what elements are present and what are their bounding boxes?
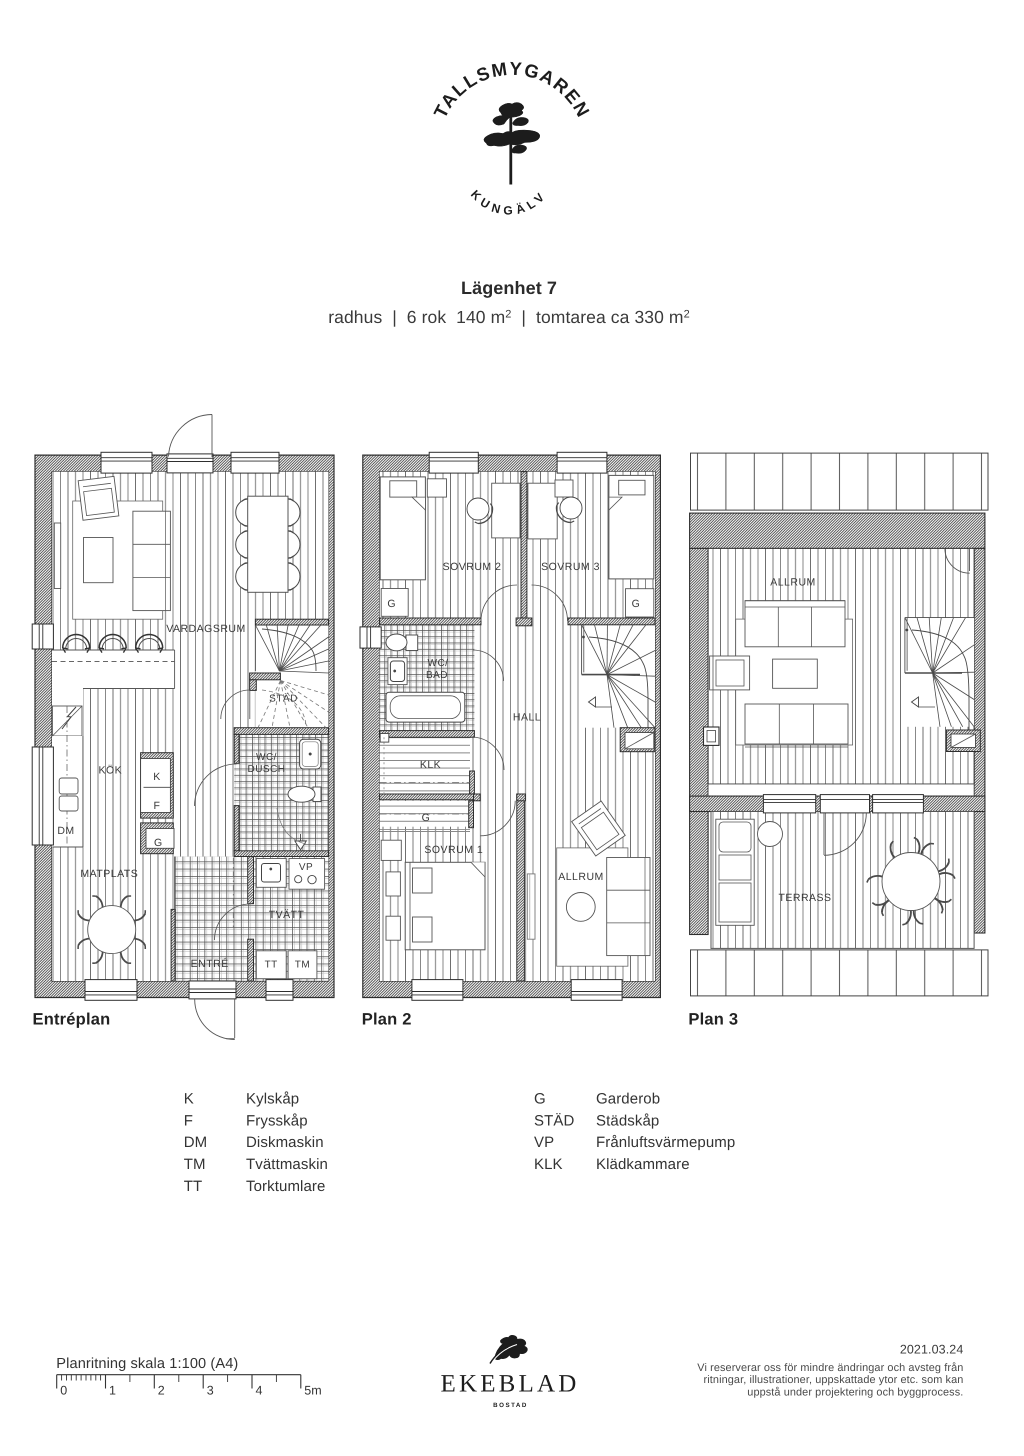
svg-text:Entréplan: Entréplan <box>33 1011 111 1029</box>
svg-text:K: K <box>153 771 161 783</box>
svg-text:ritningar, illustrationer, upp: ritningar, illustrationer, uppskattade y… <box>704 1374 964 1386</box>
svg-text:Vi reserverar oss för mindre ä: Vi reserverar oss för mindre ändringar o… <box>697 1362 963 1374</box>
svg-text:Lägenhet 7: Lägenhet 7 <box>461 278 557 298</box>
svg-text:2: 2 <box>158 1384 165 1398</box>
svg-text:G: G <box>632 598 641 610</box>
svg-text:Städskåp: Städskåp <box>596 1112 659 1129</box>
svg-text:5m: 5m <box>304 1384 321 1398</box>
svg-text:F: F <box>184 1112 193 1129</box>
svg-text:0: 0 <box>60 1384 67 1398</box>
svg-text:F: F <box>154 800 161 812</box>
svg-text:DM: DM <box>57 825 74 837</box>
svg-text:WC/: WC/ <box>256 752 277 763</box>
svg-text:TT: TT <box>184 1178 203 1195</box>
svg-text:BOSTAD: BOSTAD <box>493 1402 528 1409</box>
svg-text:TM: TM <box>295 960 310 971</box>
svg-text:Kylskåp: Kylskåp <box>246 1090 299 1107</box>
svg-text:BAD: BAD <box>426 670 448 681</box>
svg-text:Frysskåp: Frysskåp <box>246 1112 308 1129</box>
svg-text:ALLRUM: ALLRUM <box>770 577 816 589</box>
svg-text:HALL: HALL <box>513 712 541 724</box>
svg-text:KLK: KLK <box>420 759 441 771</box>
svg-text:KLK: KLK <box>534 1156 563 1173</box>
svg-text:G: G <box>387 598 396 610</box>
svg-text:Garderob: Garderob <box>596 1090 660 1107</box>
svg-text:Torktumlare: Torktumlare <box>246 1178 325 1195</box>
svg-text:radhus | 6 rok 140 m2 | t: radhus | 6 rok 140 m2 | tomtarea ca 330 … <box>328 307 690 327</box>
svg-text:G: G <box>154 837 163 849</box>
svg-text:KÖK: KÖK <box>98 765 122 777</box>
svg-text:Frånluftsvärmepump: Frånluftsvärmepump <box>596 1134 735 1151</box>
svg-text:STÄD: STÄD <box>534 1112 574 1129</box>
svg-text:Planritning skala 1:100 (A4): Planritning skala 1:100 (A4) <box>56 1356 238 1372</box>
svg-text:EKEBLAD: EKEBLAD <box>440 1371 579 1398</box>
svg-text:4: 4 <box>256 1384 263 1398</box>
svg-text:ALLRUM: ALLRUM <box>558 871 604 883</box>
svg-text:SOVRUM 1: SOVRUM 1 <box>424 844 483 856</box>
svg-text:SOVRUM 3: SOVRUM 3 <box>541 561 600 573</box>
svg-text:VP: VP <box>299 862 313 873</box>
svg-text:2021.03.24: 2021.03.24 <box>900 1343 964 1357</box>
svg-text:uppstå under projektering och: uppstå under projektering och byggproces… <box>747 1387 963 1399</box>
svg-text:TERRASS: TERRASS <box>778 892 831 904</box>
svg-text:VARDAGSRUM: VARDAGSRUM <box>166 623 245 635</box>
svg-text:KUNGÄLV: KUNGÄLV <box>468 187 550 217</box>
svg-text:MATPLATS: MATPLATS <box>80 868 138 880</box>
svg-text:TT: TT <box>265 960 278 971</box>
svg-text:TVÄTT: TVÄTT <box>269 909 305 921</box>
svg-text:Plan 3: Plan 3 <box>688 1011 738 1029</box>
svg-text:DM: DM <box>184 1134 208 1151</box>
svg-text:ENTRÉ: ENTRÉ <box>191 957 229 970</box>
svg-text:K: K <box>184 1090 194 1107</box>
svg-text:Klädkammare: Klädkammare <box>596 1156 690 1173</box>
svg-text:G: G <box>534 1090 546 1107</box>
svg-text:SOVRUM 2: SOVRUM 2 <box>443 561 502 573</box>
svg-text:STÄD: STÄD <box>269 693 298 705</box>
svg-text:G: G <box>422 812 431 824</box>
svg-text:Tvättmaskin: Tvättmaskin <box>246 1156 328 1173</box>
svg-text:1: 1 <box>109 1384 116 1398</box>
svg-text:WC/: WC/ <box>428 658 449 669</box>
svg-text:DUSCH: DUSCH <box>247 764 285 775</box>
svg-text:VP: VP <box>534 1134 554 1151</box>
svg-text:TM: TM <box>184 1156 206 1173</box>
svg-text:Diskmaskin: Diskmaskin <box>246 1134 324 1151</box>
svg-text:Plan 2: Plan 2 <box>362 1011 412 1029</box>
svg-text:3: 3 <box>207 1384 214 1398</box>
